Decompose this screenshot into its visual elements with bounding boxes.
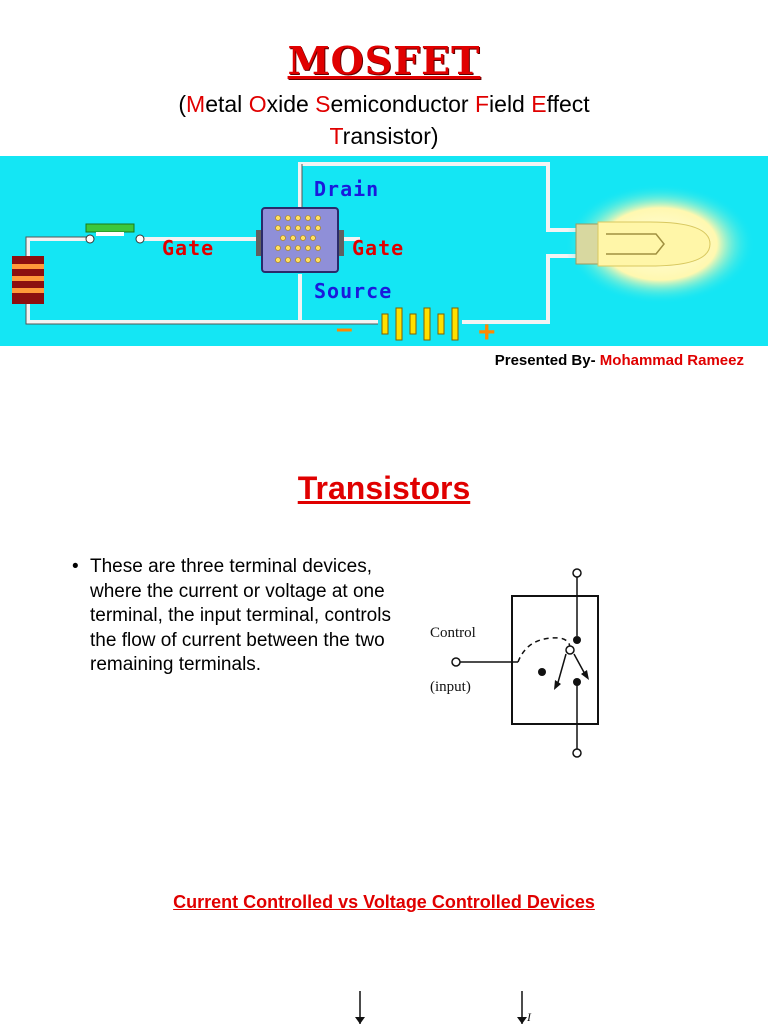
subtitle-word-xide: xide xyxy=(266,91,316,117)
presenter-credit: Presented By- Mohammad Rameez xyxy=(495,352,744,369)
subtitle-initial-e: E xyxy=(531,91,547,117)
subtitle-initial-m: M xyxy=(186,91,206,117)
transistor-switch-diagram: Control (input) xyxy=(430,568,599,758)
bullet-point: • These are three terminal devices, wher… xyxy=(72,555,402,678)
subtitle-word-emiconductor: emiconductor xyxy=(330,91,475,117)
mosfet-body-icon xyxy=(256,207,344,273)
subtitle-word-ield: ield xyxy=(489,91,532,117)
gate-right-label: Gate xyxy=(352,236,404,260)
minus-sign: – xyxy=(336,312,353,345)
drain-label: Drain xyxy=(314,177,379,201)
source-label: Source xyxy=(314,279,392,303)
mosfet-circuit-banner: Drain Gate Gate Source – + xyxy=(0,156,768,346)
title-block: MOSFET xyxy=(0,38,768,83)
subtitle-word-ffect: ffect xyxy=(546,91,590,117)
subtitle-close-paren: ) xyxy=(430,123,439,149)
bottom-current-label: I xyxy=(526,1010,532,1024)
subtitle-initial-o: O xyxy=(248,91,267,117)
section-title: Transistors xyxy=(297,470,471,506)
subtitle-initial-f: F xyxy=(474,91,490,117)
control-label: Control xyxy=(430,625,476,641)
push-switch-icon xyxy=(85,223,145,244)
subtitle: (Metal Oxide Semiconductor Field Effect … xyxy=(0,88,768,152)
battery-icon xyxy=(381,307,459,341)
subtitle-initial-s: S xyxy=(315,91,331,117)
bullet-marker: • xyxy=(72,556,79,577)
input-label: (input) xyxy=(430,679,471,695)
resistor-icon xyxy=(12,256,44,304)
bullet-text: These are three terminal devices, where … xyxy=(90,556,391,675)
subtitle-open-paren: ( xyxy=(178,91,187,117)
bottom-circuit-fragment: I xyxy=(355,991,532,1024)
subtitle-word-etal: etal xyxy=(205,91,249,117)
section-title-block: Transistors xyxy=(0,470,768,507)
presenter-prefix: Presented By- xyxy=(494,352,600,369)
subtitle-initial-t: T xyxy=(329,123,343,149)
light-bulb-icon xyxy=(565,184,755,304)
subheading-block: Current Controlled vs Voltage Controlled… xyxy=(0,892,768,913)
gate-left-label: Gate xyxy=(162,236,214,260)
page-title: MOSFET xyxy=(287,38,481,83)
presenter-name: Mohammad Rameez xyxy=(599,352,744,369)
plus-sign: + xyxy=(478,316,496,346)
subheading: Current Controlled vs Voltage Controlled… xyxy=(173,892,595,912)
subtitle-word-ransistor: ransistor xyxy=(342,123,431,149)
